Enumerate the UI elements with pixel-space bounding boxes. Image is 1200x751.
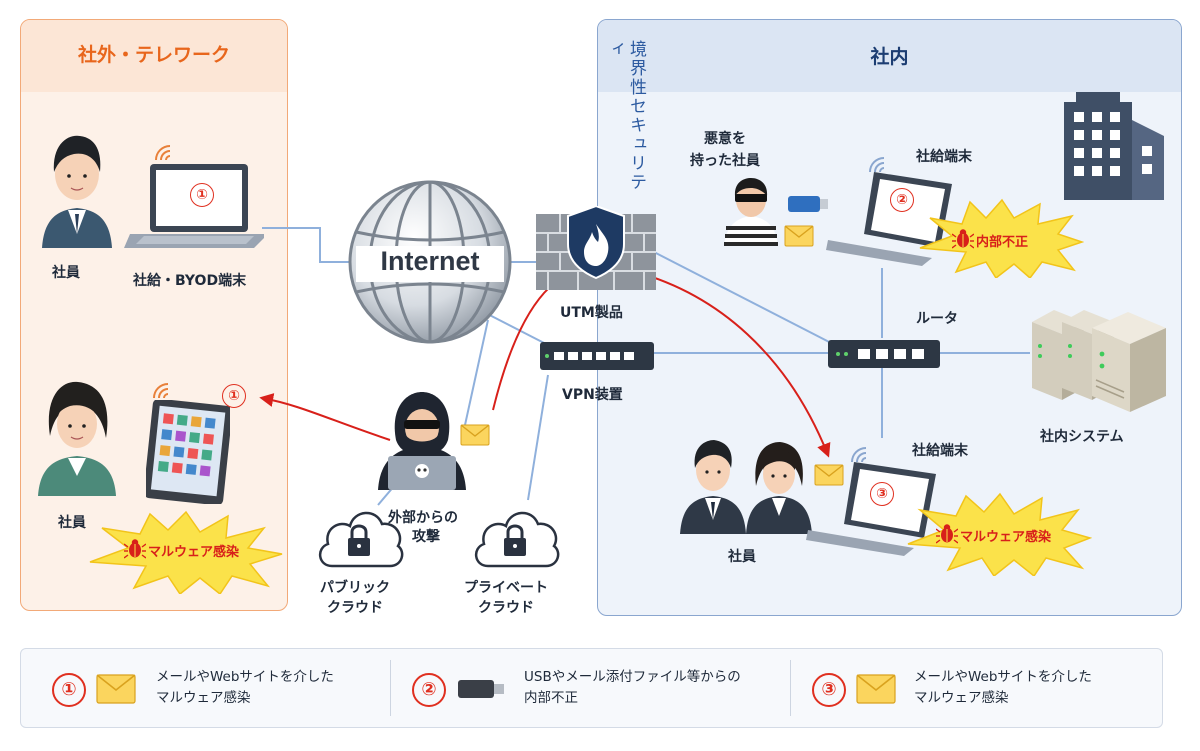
outside-zone [20, 19, 288, 611]
malware-burst-left [89, 510, 283, 594]
legend-divider [790, 660, 791, 716]
utm-label: UTM製品 [560, 305, 623, 321]
employee-male-icon [42, 135, 112, 248]
legend-number-three: ③ [812, 673, 846, 707]
legend-number-one: ① [52, 673, 86, 707]
legend-panel [20, 648, 1163, 728]
internet-label-bg [356, 246, 504, 282]
wifi-icon [153, 383, 169, 399]
firewall-icon [536, 206, 656, 290]
outside-zone-title: 社外・テレワーク [77, 44, 230, 66]
wifi-icon [155, 145, 171, 161]
perimeter-security-label: 境界性セキュリティ [604, 40, 646, 192]
internal-system-label: 社内システム [1040, 429, 1124, 445]
marker-one-laptop: ① [190, 183, 214, 207]
internal-fraud-text: 内部不正 [976, 235, 1029, 250]
legend-text-three: メールやWebサイトを介した マルウェア感染 [914, 669, 1092, 706]
internal-fraud-burst [919, 198, 1084, 278]
malware-burst-right [907, 492, 1092, 576]
mail-icon [814, 464, 844, 486]
office-building-icon [1064, 92, 1164, 200]
bug-icon [952, 229, 974, 249]
outside-zone-header [21, 20, 287, 92]
company-pc-bottom-label: 社給端末 [912, 443, 968, 459]
attacker-hacker-icon [378, 392, 466, 490]
mail-icon [460, 424, 490, 446]
server-rack-icon [1032, 310, 1166, 412]
router-label: ルータ [916, 311, 958, 327]
internet-label: Internet [380, 246, 480, 276]
bug-icon [936, 524, 958, 544]
employee-female-icon [38, 381, 116, 496]
legend-text-one: メールやWebサイトを介した マルウェア感染 [156, 669, 334, 706]
laptop-icon [124, 164, 264, 248]
router-icon [828, 340, 940, 368]
malware-left-text: マルウェア感染 [148, 545, 240, 560]
bug-icon [124, 539, 146, 559]
usb-icon [458, 680, 504, 698]
mail-icon [856, 674, 896, 704]
legend-divider [390, 660, 391, 716]
public-cloud-icon [319, 511, 404, 568]
byod-device-label: 社給・BYOD端末 [133, 273, 247, 289]
malware-right-text: マルウェア感染 [960, 530, 1052, 545]
attacker-label-line2: 攻撃 [412, 529, 440, 545]
line-private-cloud [527, 374, 549, 501]
vpn-label: VPN装置 [562, 387, 623, 403]
marker-three: ③ [870, 482, 894, 506]
thief-icon [724, 178, 778, 246]
employees-inside-label: 社員 [728, 549, 756, 565]
employee-bottom-label: 社員 [58, 515, 86, 531]
tablet-icon [146, 400, 230, 504]
arrow-attack-tablet [259, 393, 391, 441]
company-pc-top-label: 社給端末 [916, 149, 972, 165]
employee-top-label: 社員 [52, 265, 80, 281]
employee-female-icon [746, 442, 812, 534]
usb-icon [788, 196, 828, 212]
wifi-icon [869, 157, 885, 173]
vpn-device-icon [540, 342, 654, 370]
attacker-label: 外部からの [388, 510, 458, 526]
mail-icon [784, 225, 814, 247]
mail-icon [96, 674, 136, 704]
marker-two: ② [890, 188, 914, 212]
line-public-cloud [464, 319, 489, 426]
malicious-employee-label: 悪意を 持った社員 [690, 131, 760, 169]
private-cloud-label: プライベート クラウド [464, 580, 548, 616]
wifi-icon [851, 447, 867, 463]
employee-male-icon [680, 440, 746, 534]
legend-number-two: ② [412, 673, 446, 707]
public-cloud-label: パブリック クラウド [320, 580, 390, 616]
line-utm-router [649, 249, 836, 346]
private-cloud-icon [475, 511, 560, 568]
inside-zone-header [598, 20, 1181, 92]
line-laptop-internet [262, 227, 350, 263]
inside-zone-title: 社内 [870, 46, 909, 68]
legend-text-two: USBやメール添付ファイル等からの 内部不正 [524, 669, 741, 706]
marker-one-tablet: ① [222, 384, 246, 408]
